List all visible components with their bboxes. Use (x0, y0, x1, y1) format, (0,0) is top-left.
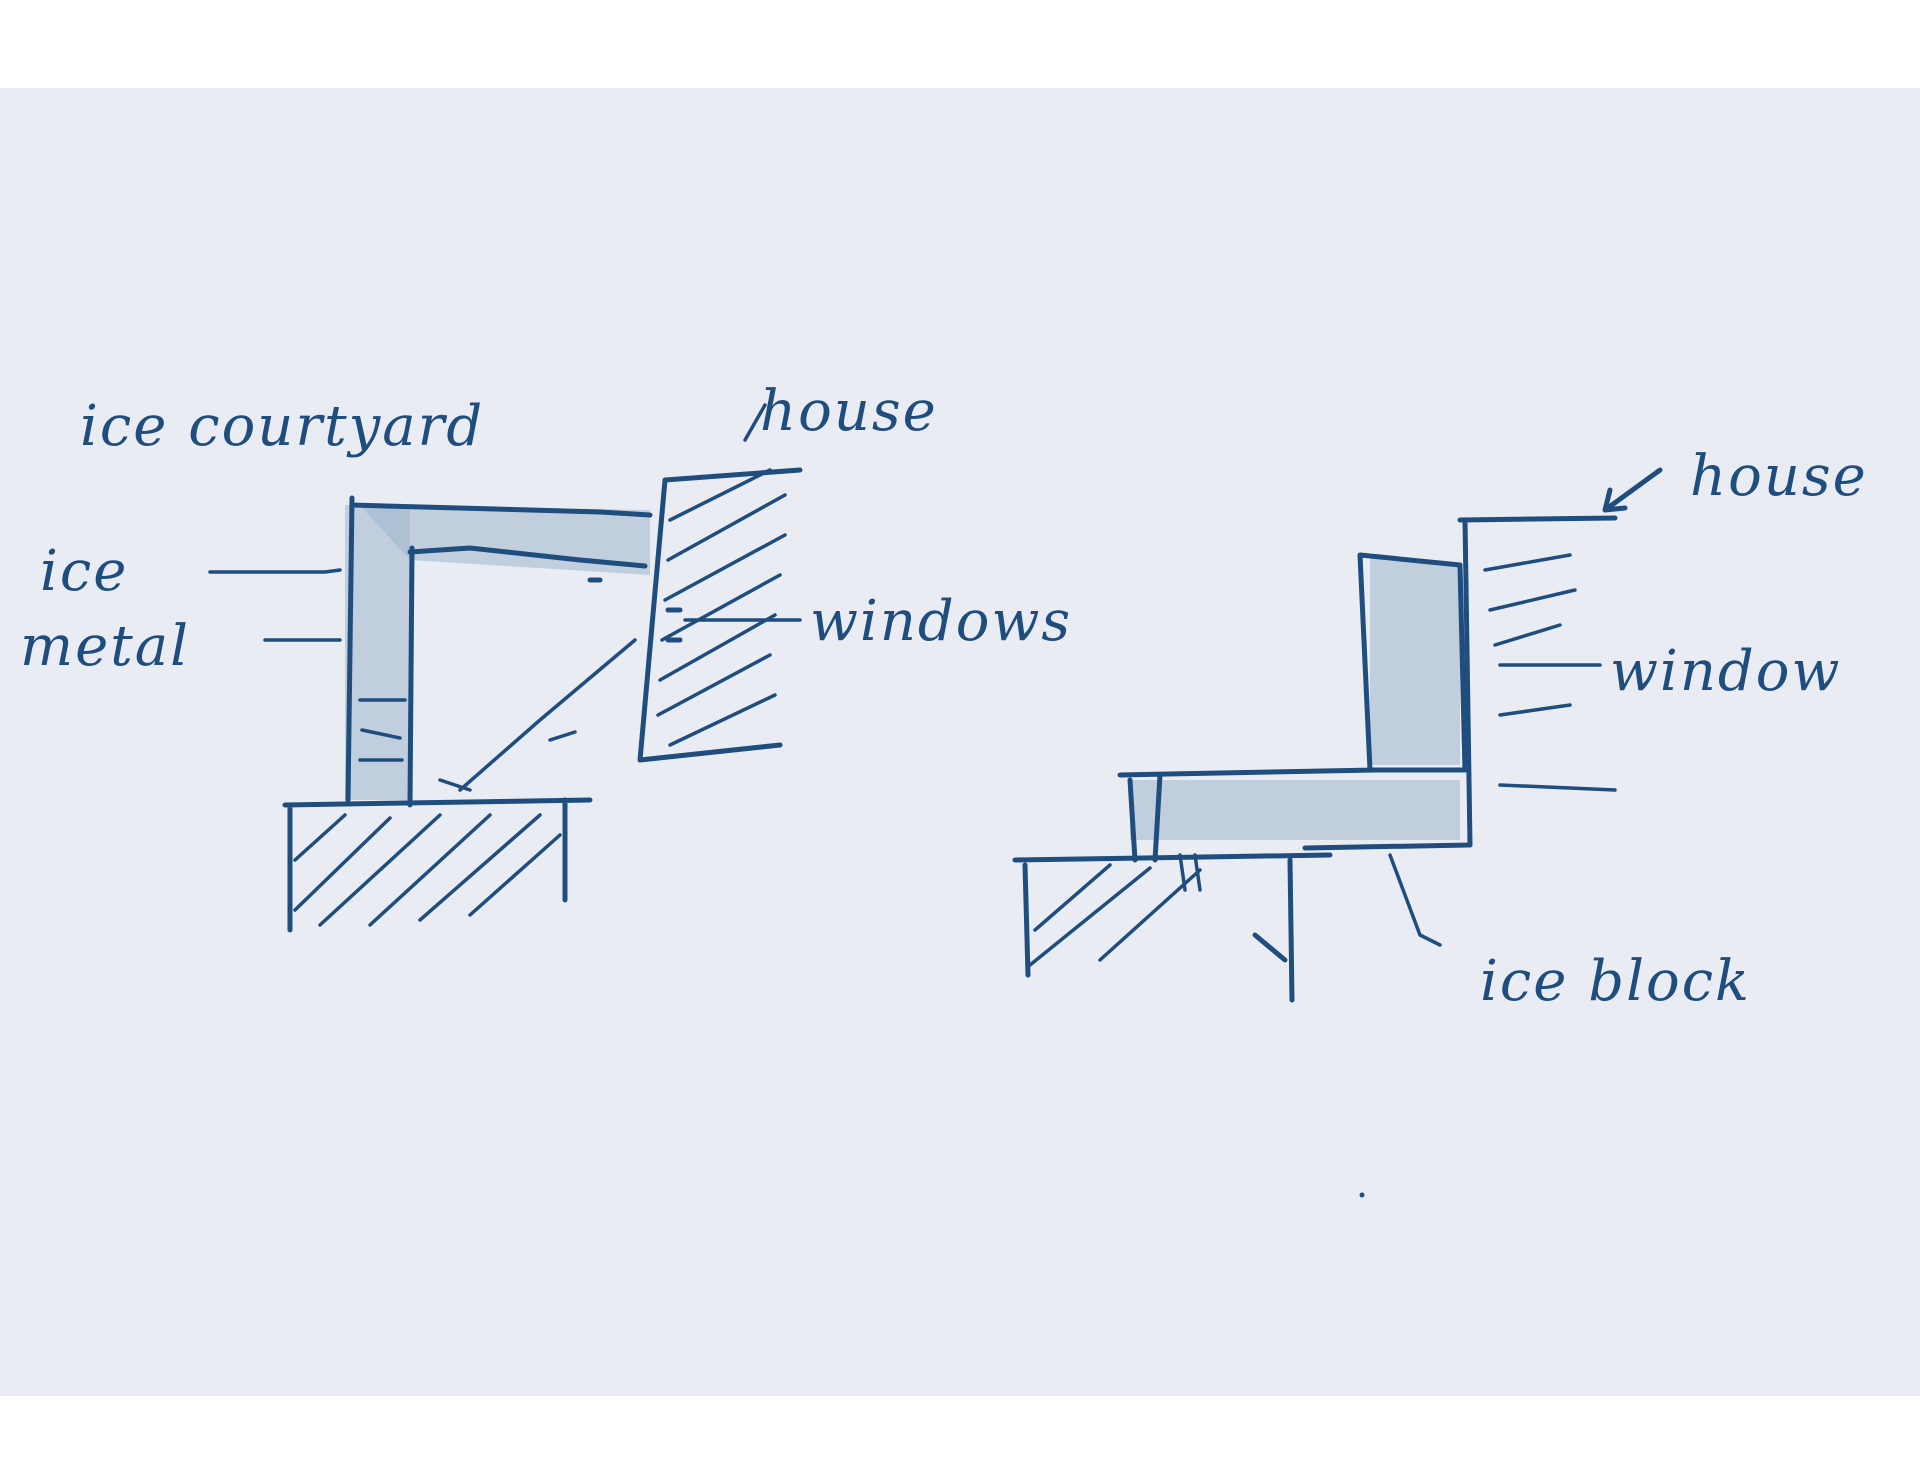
ground-hatching (293, 813, 562, 927)
ice-block-leader (1388, 853, 1442, 947)
courtyard-diagonal (458, 638, 637, 792)
house-wall-strokes (1483, 553, 1617, 792)
right-ground-outline (1012, 852, 1333, 978)
courtyard-squiggle (438, 730, 577, 792)
ice-wall-outline (345, 495, 653, 808)
label-house: house (760, 379, 938, 444)
label-ice: ice (40, 539, 128, 604)
ice-wall-detail (358, 698, 407, 762)
ice-block-outline (1357, 552, 1468, 773)
house-hatching (656, 468, 787, 747)
post (1252, 857, 1295, 1003)
label-window: window (1610, 639, 1841, 704)
ground-outline (282, 797, 593, 933)
right-ground-ticks (1178, 853, 1202, 892)
ice-wall-wash (345, 505, 410, 800)
house-leader-arrow (743, 403, 767, 442)
label-house-right: house (1690, 444, 1868, 509)
ink-dot (1359, 1192, 1365, 1198)
left-section-drawing (208, 403, 803, 933)
house-block-outline (637, 467, 803, 763)
right-ground-hatching (1028, 863, 1202, 967)
sketch-paper (0, 88, 1920, 1396)
window-markers (587, 577, 683, 643)
ice-block-wash (1370, 555, 1460, 765)
label-ice-block: ice block (1480, 949, 1751, 1014)
floor-slab (1117, 767, 1378, 863)
ice-roof-inner (407, 545, 648, 569)
label-ice-courtyard: ice courtyard (80, 394, 484, 459)
ice-leader-arrow (208, 568, 342, 574)
right-section-drawing (1012, 467, 1663, 1003)
label-metal: metal (20, 614, 190, 679)
ice-floor-wash (1130, 780, 1460, 840)
house-wall (1302, 515, 1618, 851)
label-windows: windows (810, 589, 1072, 654)
house-arrow (1602, 467, 1663, 513)
